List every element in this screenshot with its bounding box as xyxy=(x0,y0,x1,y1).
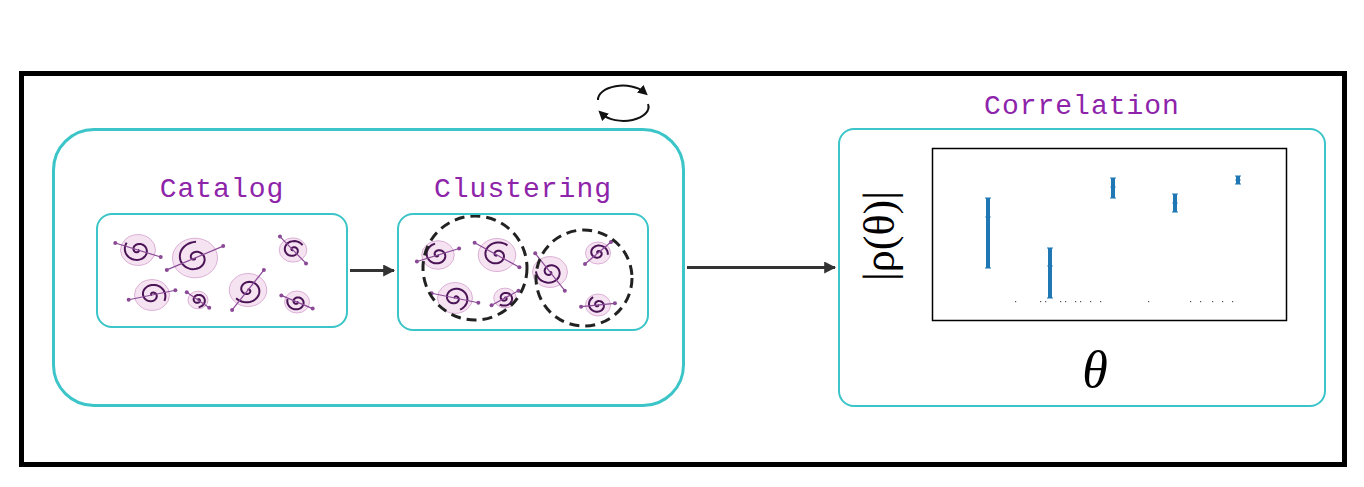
catalog-box: Catalog xyxy=(96,173,348,328)
box-outline xyxy=(838,128,1326,407)
box-heading: Clustering xyxy=(397,173,649,207)
axis-title-x: θ xyxy=(1082,344,1108,396)
cluster-circles xyxy=(423,216,632,326)
flow-arrow xyxy=(687,266,835,269)
flow-arrow xyxy=(350,269,394,272)
cycle-icon xyxy=(598,86,649,121)
box-outline xyxy=(397,213,649,331)
pipeline-panel: Catalog Clustering xyxy=(52,128,685,407)
correlation-plot xyxy=(933,149,1287,321)
correlation-box: Correlation xyxy=(838,90,1326,407)
outer-frame xyxy=(22,74,1345,465)
galaxy-glyphs xyxy=(113,235,617,316)
box-outline xyxy=(96,213,348,328)
axis-title-y: |ρ(θ)| xyxy=(858,191,902,281)
clustering-box: Clustering xyxy=(397,173,649,331)
box-heading: Catalog xyxy=(96,173,348,207)
box-heading: Correlation xyxy=(838,90,1326,124)
